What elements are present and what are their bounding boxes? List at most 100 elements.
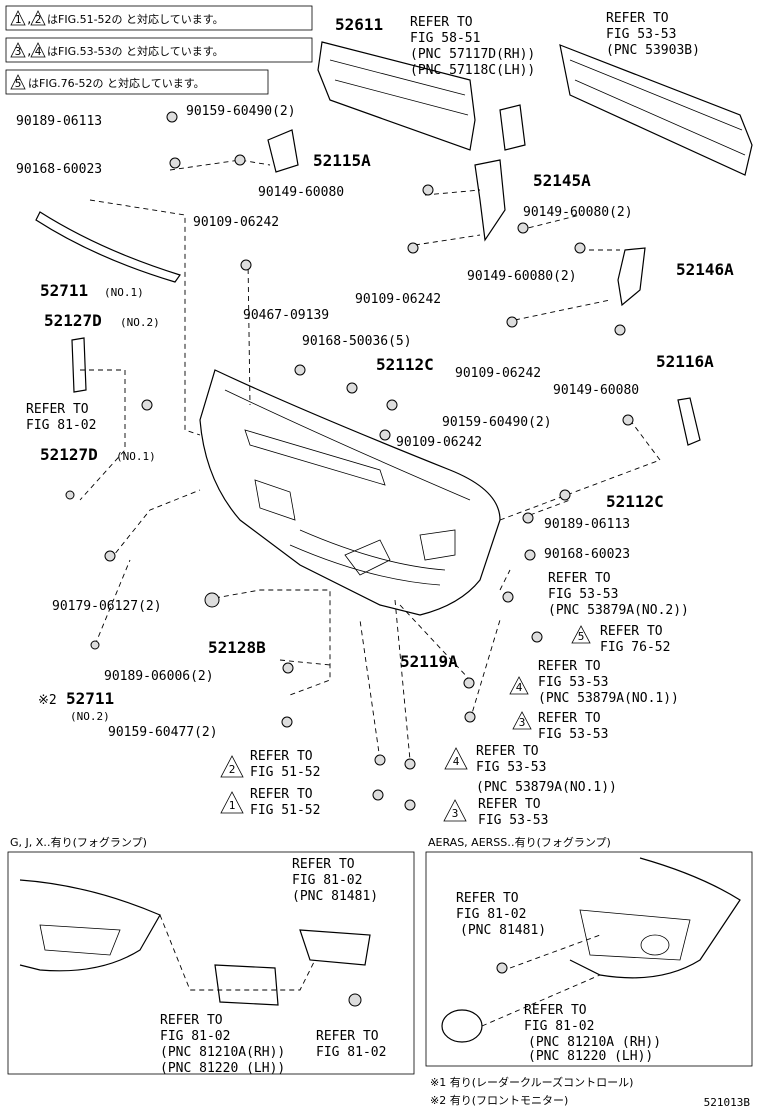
label-52127D-no1: 52127D: [40, 445, 98, 464]
label-ref-53-53-top: FIG 53-53: [606, 27, 676, 42]
label-52127D-no2: 52127D: [44, 311, 102, 330]
inset-right-title: AERAS, AERSS‥有り(フォグランプ): [428, 835, 611, 849]
label-52711-no1: 52711: [40, 281, 88, 300]
ref-mark-1: 1: [229, 799, 236, 812]
legend-row-1: 1 , 2 はFIG.51-52の と対応しています。: [10, 10, 224, 26]
inset-right-ref: FIG 81-02: [524, 1019, 594, 1034]
legend-text-2: はFIG.53-53の と対応しています。: [47, 44, 224, 58]
label-ref-53-53: REFER TO: [538, 711, 601, 726]
legend-mark: 4: [35, 45, 42, 58]
label-ref-58-51: (PNC 57117D(RH)): [410, 47, 535, 62]
label-ref-53-53: FIG 53-53: [476, 760, 546, 775]
label-52711-no2: 52711: [66, 689, 114, 708]
label-ref-51-52: FIG 51-52: [250, 803, 320, 818]
label-90179-06127: 90179-06127(2): [52, 599, 162, 614]
inset-right-ref: REFER TO: [456, 891, 519, 906]
ref-mark-2: 2: [229, 763, 236, 776]
label-ref-53-53: (PNC 53879A(NO.1)): [538, 691, 679, 706]
inset-right-ref: FIG 81-02: [456, 907, 526, 922]
inset-left-ref: (PNC 81220 (LH)): [160, 1061, 285, 1076]
label-ref-58-51: REFER TO: [410, 15, 473, 30]
label-52119A: 52119A: [400, 652, 458, 671]
label-52112C: 52112C: [606, 492, 664, 511]
label-ref-53-53: (PNC 53879A(NO.2)): [548, 603, 689, 618]
label-90149-60080-2: 90149-60080(2): [523, 205, 633, 220]
inset-right-ref: REFER TO: [524, 1003, 587, 1018]
label-90159-60477: 90159-60477(2): [108, 725, 218, 740]
label-90149-60080: 90149-60080: [553, 383, 639, 398]
label-90109-06242: 90109-06242: [455, 366, 541, 381]
label-ref-53-53-top: REFER TO: [606, 11, 669, 26]
label-ref-53-53: FIG 53-53: [538, 727, 608, 742]
inset-left-ref: REFER TO: [292, 857, 355, 872]
svg-text:,: ,: [26, 13, 33, 26]
label-90189-06006: 90189-06006(2): [104, 669, 214, 684]
label-52711-no2-sub: (NO.2): [70, 710, 110, 723]
label-ref-76-52: FIG 76-52: [600, 640, 670, 655]
label-ref-81-02: FIG 81-02: [26, 418, 96, 433]
inset-right-ref: (PNC 81220 (LH)): [528, 1049, 653, 1064]
label-ref-53-53-top: (PNC 53903B): [606, 43, 700, 58]
label-ref-58-51: (PNC 57118C(LH)): [410, 63, 535, 78]
label-ref-51-52: REFER TO: [250, 787, 313, 802]
label-ref-51-52: REFER TO: [250, 749, 313, 764]
label-52127D-no2-sub: (NO.2): [120, 316, 160, 329]
label-90109-06242: 90109-06242: [193, 215, 279, 230]
ref-mark-5: 5: [578, 630, 585, 643]
inset-left-ref: FIG 81-02: [160, 1029, 230, 1044]
legend-box-1: [5, 5, 313, 31]
label-ref-81-02: REFER TO: [26, 402, 89, 417]
label-90189-06113: 90189-06113: [544, 517, 630, 532]
svg-text:,: ,: [26, 45, 33, 58]
legend-row-3: 5 はFIG.76-52の と対応しています。: [10, 74, 205, 90]
ref-mark-3: 3: [519, 716, 526, 729]
ref-triangle-3: [443, 799, 467, 822]
fasteners: [65, 111, 634, 811]
inset-left-ref: FIG 81-02: [316, 1045, 386, 1060]
label-ref-76-52: REFER TO: [600, 624, 663, 639]
inset-left-ref: FIG 81-02: [292, 873, 362, 888]
label-52116A: 52116A: [656, 352, 714, 371]
legend-box-2: [5, 37, 313, 63]
ref-mark-4: 4: [453, 755, 460, 768]
ref-triangle-5: [571, 625, 591, 644]
inset-right-ref: (PNC 81481): [460, 923, 546, 938]
label-52145A: 52145A: [533, 171, 591, 190]
ref-mark-3: 3: [452, 807, 459, 820]
label-ref-53-53: FIG 53-53: [548, 587, 618, 602]
label-90109-06242: 90109-06242: [355, 292, 441, 307]
legend-text-3: はFIG.76-52の と対応しています。: [28, 76, 205, 90]
part-labels: 52611 REFER TO FIG 58-51 (PNC 57117D(RH)…: [16, 11, 734, 828]
label-ref-51-52: FIG 51-52: [250, 765, 320, 780]
label-90159-60490: 90159-60490(2): [442, 415, 552, 430]
label-90467-09139: 90467-09139: [243, 308, 329, 323]
label-ref-53-53: REFER TO: [538, 659, 601, 674]
absorber-52611-drawing: [317, 41, 526, 151]
inset-left-ref: REFER TO: [160, 1013, 223, 1028]
ref-triangle-3: [512, 711, 532, 730]
label-ref-53-53: (PNC 53879A(NO.1)): [476, 780, 617, 795]
leader-lines: [79, 159, 661, 761]
label-52146A: 52146A: [676, 260, 734, 279]
label-52128B: 52128B: [208, 638, 266, 657]
ref-triangle-1: [220, 791, 244, 814]
footnotes: ※1 有り(レーダークルーズコントロール) ※2 有り(フロントモニター) 52…: [430, 1075, 750, 1109]
legend-box-3: [5, 69, 269, 95]
label-90149-60080: 90149-60080: [258, 185, 344, 200]
inset-left-ref: REFER TO: [316, 1029, 379, 1044]
label-90109-06242: 90109-06242: [396, 435, 482, 450]
diagram-code: 521013B: [704, 1096, 751, 1109]
label-52127D-no1-sub: (NO.1): [116, 450, 156, 463]
bumper-cover-drawing: [199, 369, 501, 616]
label-ref-53-53: FIG 53-53: [538, 675, 608, 690]
label-52711-no2-mark: ※2: [38, 693, 57, 708]
legend: 1 , 2 はFIG.51-52の と対応しています。 3 , 4 はFIG.5…: [5, 5, 313, 95]
label-ref-53-53: REFER TO: [548, 571, 611, 586]
label-90159-60490: 90159-60490(2): [186, 104, 296, 119]
moulding-52711-drawing: [35, 211, 181, 283]
legend-mark: 5: [15, 77, 22, 90]
ref-triangle-4: [444, 747, 468, 770]
ref-triangle-4: [509, 676, 529, 695]
inset-right: AERAS, AERSS‥有り(フォグランプ) REFER TO FIG 81-…: [425, 835, 753, 1067]
